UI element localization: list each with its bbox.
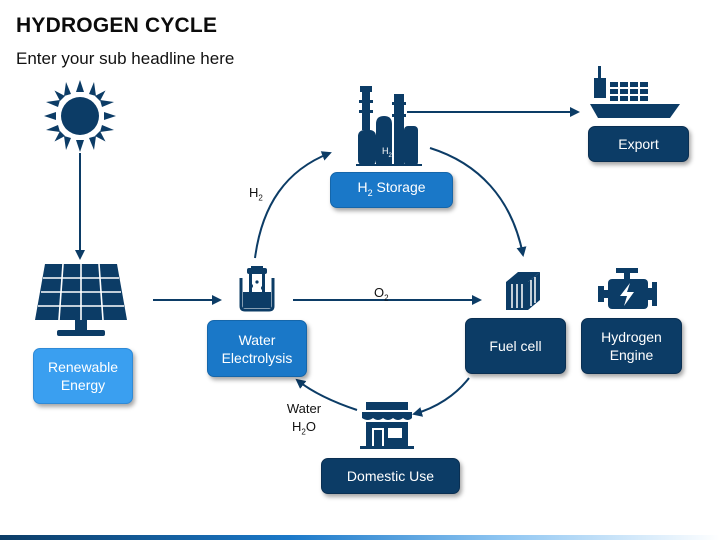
domestic-use-label: Domestic Use — [346, 468, 435, 484]
arrow-domestic-to-electrolysis — [295, 378, 358, 411]
electrolyzer-icon — [239, 266, 275, 312]
footer-accent-bar — [0, 535, 720, 540]
page-subtitle: Enter your sub headline here — [16, 49, 235, 68]
solar-panel-icon — [35, 263, 127, 336]
export-node[interactable]: Export — [588, 126, 689, 162]
storage-plant-h: H — [382, 146, 389, 156]
engine-icon — [598, 268, 657, 309]
cargo-ship-icon — [590, 66, 680, 118]
h2-storage-node[interactable]: H2 Storage — [330, 172, 453, 208]
arrow-storage-to-fuelcell — [429, 147, 527, 257]
o2-edge-label: O2 — [374, 285, 389, 303]
storage-plant-icon: H2 — [356, 86, 422, 166]
h2-edge-label: H2 — [249, 185, 263, 203]
page-title: HYDROGEN CYCLE — [16, 14, 218, 37]
domestic-use-node[interactable]: Domestic Use — [321, 458, 460, 494]
sun-icon — [44, 80, 116, 152]
fuel-cell-node[interactable]: Fuel cell — [465, 318, 566, 374]
h2-storage-label: H2 Storage — [357, 179, 426, 198]
arrow-electrolysis-to-storage — [254, 151, 332, 259]
export-label: Export — [618, 136, 659, 152]
fuel-cell-icon — [506, 272, 540, 310]
arrow-fuelcell-to-domestic — [412, 377, 470, 417]
storage-plant-sub: 2 — [389, 153, 393, 159]
house-icon — [360, 402, 414, 449]
svg-text:H2: H2 — [382, 146, 393, 159]
fuel-cell-label: Fuel cell — [489, 338, 542, 354]
